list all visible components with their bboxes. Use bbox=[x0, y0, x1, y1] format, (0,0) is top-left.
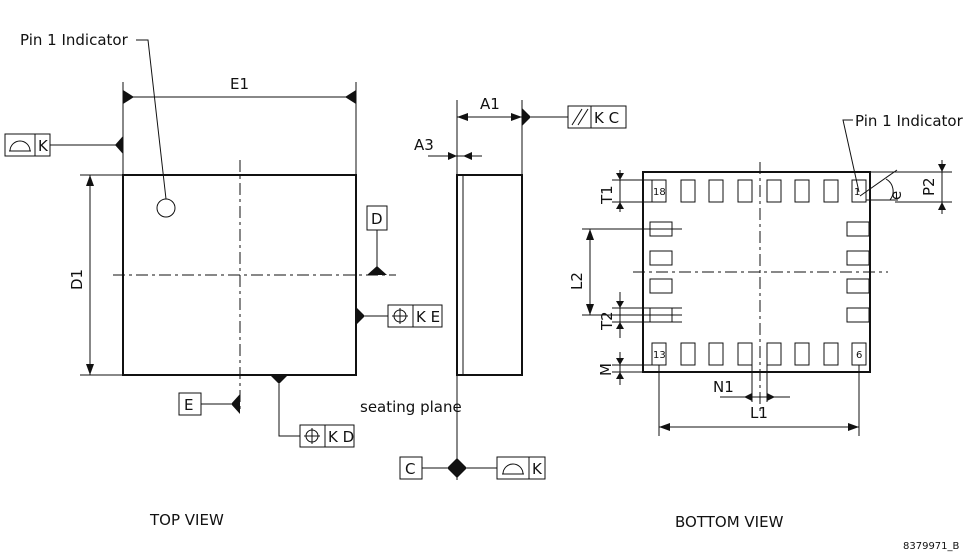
e1-arrow-right bbox=[345, 90, 356, 104]
bottom-pin1-leader bbox=[842, 119, 860, 193]
position-ke-pointer bbox=[356, 307, 365, 325]
bottom-view: 18 1 13 6 Pin 1 Indicator P2 e T1 L2 bbox=[568, 112, 964, 531]
m-label: M bbox=[597, 363, 615, 376]
datum-c-diamond bbox=[447, 458, 467, 478]
datum-e-label: E bbox=[184, 396, 193, 414]
parallel-frame-pointer bbox=[522, 108, 531, 126]
e-label: e bbox=[887, 191, 905, 200]
pad bbox=[846, 221, 870, 237]
seating-plane-label: seating plane bbox=[360, 398, 462, 416]
position-kd-leader bbox=[278, 384, 300, 437]
profile-frame-ref: K bbox=[38, 137, 49, 155]
e-leader-a bbox=[859, 169, 898, 197]
pad bbox=[708, 342, 724, 366]
n1-label: N1 bbox=[713, 378, 734, 396]
pad bbox=[766, 179, 782, 203]
side-view-body bbox=[456, 174, 523, 376]
pad bbox=[651, 179, 667, 203]
position-kd-frame bbox=[299, 424, 355, 448]
l2-label: L2 bbox=[568, 272, 586, 290]
p2-arrow-top bbox=[938, 164, 946, 172]
e1-arrow-left bbox=[123, 90, 134, 104]
e1-label: E1 bbox=[230, 75, 249, 93]
top-pin1-label: Pin 1 Indicator bbox=[20, 31, 129, 49]
a1-arrow-left bbox=[457, 113, 468, 121]
figure-id: 8379971_B bbox=[903, 541, 960, 552]
pad bbox=[794, 179, 810, 203]
datum-e-triangle bbox=[231, 394, 240, 414]
d1-arrow-top bbox=[86, 175, 94, 186]
pad bbox=[649, 278, 673, 294]
pad bbox=[766, 342, 782, 366]
p2-label: P2 bbox=[920, 177, 938, 196]
profile-frame-bottom-ref: K bbox=[532, 460, 543, 478]
t1-arrow-bottom bbox=[616, 202, 624, 209]
d1-arrow-bottom bbox=[86, 364, 94, 375]
pad bbox=[737, 179, 753, 203]
m-arrow-top bbox=[616, 358, 624, 365]
parallel-frame-ref: K C bbox=[594, 109, 619, 127]
parallel-icon-b bbox=[577, 108, 589, 126]
datum-c-label: C bbox=[405, 460, 415, 478]
a1-arrow-right bbox=[511, 113, 522, 121]
pad bbox=[851, 179, 867, 203]
parallel-frame bbox=[567, 105, 627, 129]
a1-label: A1 bbox=[480, 95, 500, 113]
datum-d-triangle bbox=[367, 266, 387, 275]
top-view-title: TOP VIEW bbox=[149, 511, 224, 529]
p2-arrow-bottom bbox=[938, 202, 946, 210]
pad bbox=[680, 179, 696, 203]
pad bbox=[846, 250, 870, 266]
profile-frame-bottom bbox=[496, 456, 546, 480]
bottom-view-title: BOTTOM VIEW bbox=[675, 513, 784, 531]
m-arrow-bottom bbox=[616, 372, 624, 379]
e-arc bbox=[885, 178, 894, 201]
a3-arrow-left bbox=[448, 152, 457, 160]
bottom-pin1-label: Pin 1 Indicator bbox=[855, 112, 964, 130]
pad bbox=[794, 342, 810, 366]
pad bbox=[708, 179, 724, 203]
position-ke-ref: K E bbox=[416, 308, 440, 326]
pad bbox=[680, 342, 696, 366]
pad bbox=[737, 342, 753, 366]
n1-arrow-left bbox=[744, 393, 752, 401]
parallel-icon-a bbox=[571, 108, 583, 126]
position-kd-pointer bbox=[270, 375, 288, 384]
t2-label: T2 bbox=[598, 311, 616, 331]
pad bbox=[823, 179, 839, 203]
pad bbox=[649, 250, 673, 266]
l2-arrow-bottom bbox=[586, 304, 594, 315]
profile-surface-icon bbox=[9, 140, 31, 152]
profile-frame-pointer bbox=[115, 136, 123, 154]
side-view: A1 K C A3 seating plane C K bbox=[360, 95, 627, 480]
top-pin1-leader bbox=[136, 39, 167, 200]
position-kd-ref: K D bbox=[328, 428, 354, 446]
a3-label: A3 bbox=[414, 136, 434, 154]
l2-arrow-top bbox=[586, 229, 594, 240]
t1-label: T1 bbox=[598, 185, 616, 205]
a3-arrow-right bbox=[463, 152, 472, 160]
l1-label: L1 bbox=[750, 404, 768, 422]
l1-arrow-right bbox=[848, 423, 859, 431]
pad bbox=[846, 278, 870, 294]
t2-arrow-top bbox=[616, 301, 624, 308]
pad-number: 1 bbox=[854, 187, 860, 198]
top-pin1-marker bbox=[156, 198, 176, 218]
pad-number: 13 bbox=[653, 350, 666, 361]
pad-number: 6 bbox=[856, 350, 862, 361]
position-ke-frame bbox=[387, 304, 443, 328]
l1-arrow-left bbox=[659, 423, 670, 431]
t2-arrow-bottom bbox=[616, 322, 624, 329]
pad-number: 18 bbox=[653, 187, 666, 198]
pad bbox=[846, 307, 870, 323]
datum-d-label: D bbox=[371, 210, 383, 228]
top-view: Pin 1 Indicator E1 K D1 D bbox=[4, 31, 443, 529]
t1-arrow-top bbox=[616, 173, 624, 180]
d1-label: D1 bbox=[68, 269, 86, 290]
profile-surface-icon-bottom bbox=[502, 463, 524, 475]
pad bbox=[823, 342, 839, 366]
n1-arrow-right bbox=[767, 393, 775, 401]
